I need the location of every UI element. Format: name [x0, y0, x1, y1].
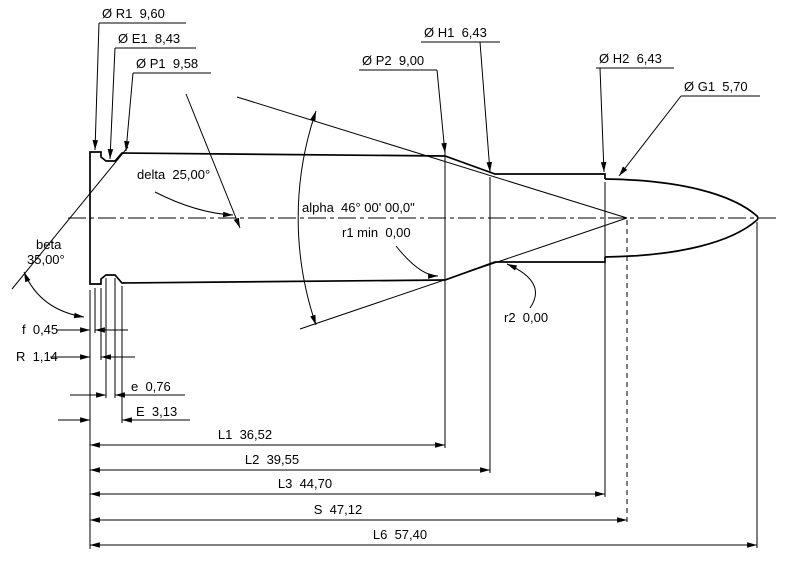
label-angle-alpha: alpha 46° 00' 00,0" — [302, 200, 415, 215]
label-dim-e: e 0,76 — [131, 379, 171, 394]
R1-leader — [92, 22, 100, 151]
cartridge-outline — [89, 151, 759, 285]
label-dim-S: S 47,12 — [314, 502, 362, 517]
label-dim-L1: L1 36,52 — [218, 427, 272, 442]
H2-leader — [599, 67, 607, 173]
label-diameter-G1: Ø G1 5,70 — [684, 79, 748, 94]
angle-labels: delta 25,00° alpha 46° 00' 00,0" r1 min … — [27, 167, 548, 325]
alpha-angle-arc — [297, 110, 317, 326]
case-profile — [89, 151, 606, 285]
r1-radius-leader — [395, 245, 439, 279]
diameter-callouts: Ø R1 9,60 Ø E1 8,43 Ø P1 9,58 Ø P2 9,00 … — [92, 6, 760, 177]
label-diameter-P1: Ø P1 9,58 — [136, 56, 198, 71]
delta-angle-arc — [154, 191, 234, 218]
beta-angle-line — [11, 146, 129, 290]
head-dimensions: f 0,45 R 1,14 e 0,76 E 3,13 — [16, 278, 190, 549]
shoulder-cone-lower-line — [299, 217, 628, 330]
label-dim-L2: L2 39,55 — [245, 452, 299, 467]
label-diameter-H1: Ø H1 6,43 — [424, 25, 487, 40]
label-dim-R: R 1,14 — [16, 349, 58, 364]
delta-angle-line — [185, 93, 241, 229]
label-diameter-P2: Ø P2 9,00 — [362, 53, 424, 68]
bullet-profile — [604, 178, 759, 258]
label-diameter-H2: Ø H2 6,43 — [599, 51, 662, 66]
G1-leader — [618, 95, 682, 177]
P1-leader — [124, 72, 134, 152]
label-radius-r1: r1 min 0,00 — [342, 225, 411, 240]
label-dim-L3: L3 44,70 — [278, 476, 332, 491]
r2-radius-leader — [506, 263, 536, 309]
label-dim-f: f 0,45 — [22, 322, 58, 337]
label-diameter-E1: Ø E1 8,43 — [118, 31, 180, 46]
shoulder-cone-upper-line — [236, 96, 628, 219]
H1-leader — [479, 41, 492, 173]
label-angle-delta: delta 25,00° — [137, 167, 210, 182]
label-dim-L6: L6 57,40 — [373, 527, 427, 542]
construction-lines — [11, 93, 628, 330]
label-dim-E: E 3,13 — [136, 404, 177, 419]
label-radius-r2: r2 0,00 — [504, 310, 548, 325]
label-diameter-R1: Ø R1 9,60 — [102, 6, 165, 21]
beta-angle-arc — [23, 271, 85, 319]
label-angle-beta-name: beta — [36, 237, 62, 252]
label-angle-beta-value: 35,00° — [27, 252, 65, 267]
length-dimensions: L1 36,52 L2 39,55 L3 44,70 S 47,12 L6 57… — [90, 150, 758, 548]
E1-leader — [107, 47, 116, 160]
angle-arcs — [23, 110, 536, 326]
P2-leader — [436, 69, 447, 154]
